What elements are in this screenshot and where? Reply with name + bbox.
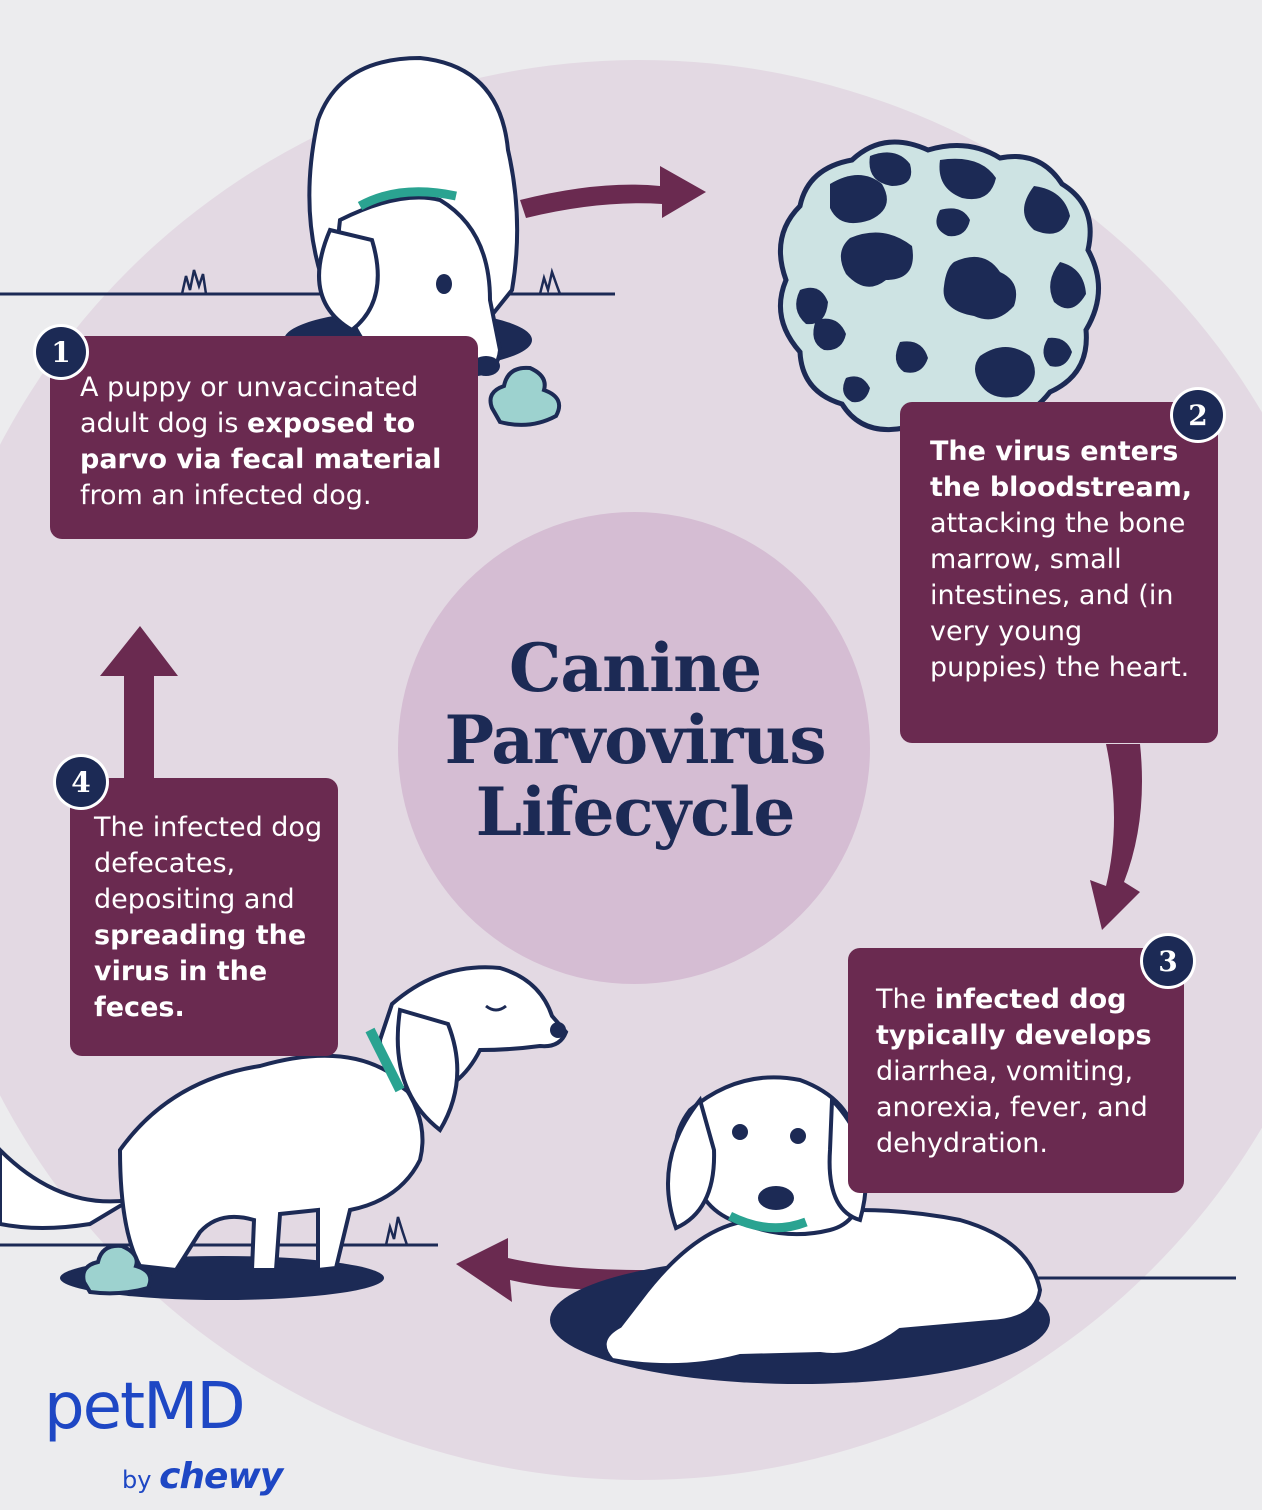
grass-icon	[384, 1216, 409, 1246]
step-2-number-badge: 2	[1173, 390, 1223, 440]
cycle-arrow-icon	[520, 166, 706, 218]
step-4-text-b: spreading the virus in the feces.	[94, 920, 307, 1023]
brand-logo: petMD by chewy	[44, 1370, 283, 1497]
step-2-box: The virus enters the bloodstream, attack…	[900, 402, 1218, 743]
feces-icon	[81, 1243, 153, 1296]
brand-byline: by chewy	[122, 1456, 283, 1497]
step-3-text-c: diarrhea, vomiting, anorexia, fever, and…	[876, 1056, 1148, 1159]
step-3-text-b: infected dog typically develops	[876, 984, 1152, 1051]
grass-icon	[180, 269, 208, 295]
page-title: Canine Parvovirus Lifecycle	[400, 632, 870, 848]
brand-parent: chewy	[159, 1456, 283, 1497]
step-2-text-b: attacking the bone marrow, small intesti…	[930, 508, 1190, 683]
step-1-box: A puppy or unvaccinated adult dog is exp…	[50, 336, 478, 539]
step-1-text-b: exposed to parvo via fecal material	[80, 408, 442, 475]
step-1-number-badge: 1	[36, 327, 86, 377]
grass-icon	[538, 267, 562, 295]
feces-icon	[488, 365, 561, 427]
step-4-box: The infected dog defecates, depositing a…	[70, 778, 338, 1056]
step-2-text-a: The virus enters the bloodstream,	[930, 436, 1193, 503]
brand-by-text: by	[122, 1466, 152, 1494]
cycle-arrow-icon	[100, 626, 178, 778]
dog-lying-icon	[550, 1075, 1050, 1384]
virus-particle-icon	[778, 139, 1101, 438]
step-3-text-a: The	[876, 984, 935, 1015]
brand-name: petMD	[44, 1370, 246, 1444]
step-4-text-a: The infected dog defecates, depositing a…	[94, 812, 323, 915]
title-line-2: Parvovirus	[444, 701, 826, 779]
step-1-text-a: A puppy or unvaccinated adult dog is	[80, 372, 419, 439]
cycle-arrow-icon	[1090, 744, 1142, 930]
dog-sniffing-icon	[284, 55, 532, 377]
step-3-box: The infected dog typically develops diar…	[848, 948, 1184, 1193]
step-4-number-badge: 4	[56, 757, 106, 807]
step-3-number-badge: 3	[1143, 936, 1193, 986]
title-line-3: Lifecycle	[475, 773, 796, 851]
step-1-text-c: from an infected dog.	[80, 480, 372, 511]
title-line-1: Canine	[508, 629, 762, 707]
center-circle	[398, 512, 870, 984]
